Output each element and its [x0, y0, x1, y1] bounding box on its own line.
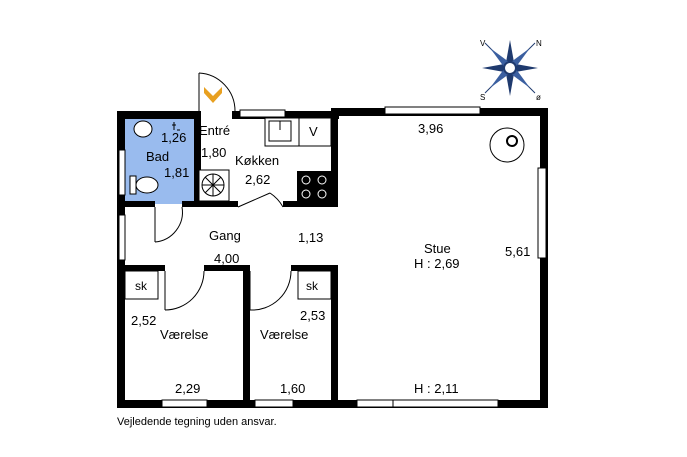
compass-v: V: [480, 39, 486, 48]
compass-o: ø: [536, 93, 541, 102]
compass-n: N: [536, 39, 542, 48]
kitchen-fixtures: [198, 117, 332, 202]
toilet-tank-icon: [129, 175, 137, 195]
vaerelse1-name: Værelse: [160, 327, 208, 342]
closet-2-label: sk: [306, 279, 319, 293]
closet-box-2: [297, 270, 332, 300]
sink-icon: [133, 120, 153, 138]
doors: [154, 72, 292, 311]
toilet-bowl-icon: [135, 176, 159, 194]
closet-1-label: sk: [135, 279, 148, 293]
compass-icon: [482, 40, 538, 96]
kokken-dim: 2,62: [245, 172, 270, 187]
gang-dim-w: 4,00: [214, 251, 239, 266]
vaerelse2-name: Værelse: [260, 327, 308, 342]
stove-icon: [297, 171, 331, 201]
stove-heater-icon: [489, 127, 525, 163]
windows: [118, 106, 547, 408]
interior-walls: [117, 108, 338, 408]
disclaimer-note: Vejledende tegning uden ansvar.: [117, 416, 277, 428]
kokken-name: Køkken: [235, 153, 279, 168]
stue-dim-top: 3,96: [418, 121, 443, 136]
bathroom-fixtures: [129, 120, 180, 195]
vaerelse1-dim-bottom: 2,29: [175, 381, 200, 396]
gang-dim-mid: 1,13: [298, 230, 323, 245]
fridge-box: [298, 117, 332, 147]
entre-name: Entré: [199, 123, 230, 138]
fridge-label: V: [309, 124, 318, 139]
entre-dim: 1,80: [201, 145, 226, 160]
gang-name: Gang: [209, 228, 241, 243]
stue-name: Stue: [424, 241, 451, 256]
stue-dim-right: 5,61: [505, 244, 530, 259]
bad-area: 1,81: [164, 165, 189, 180]
bad-dim: 1,26: [161, 130, 186, 145]
compass-s: S: [480, 93, 485, 102]
entry-arrow-icon: [204, 87, 222, 103]
vaerelse1-dim-side: 2,52: [131, 313, 156, 328]
stue-height: H : 2,69: [414, 256, 460, 271]
bad-name: Bad: [146, 149, 169, 164]
faucet-icon: [172, 122, 180, 131]
vaerelse2-dim-bottom: 1,60: [280, 381, 305, 396]
closet-box-1: [124, 270, 159, 300]
vaerelse2-dim-side: 2,53: [300, 308, 325, 323]
stue-height-low: H : 2,11: [414, 381, 459, 396]
